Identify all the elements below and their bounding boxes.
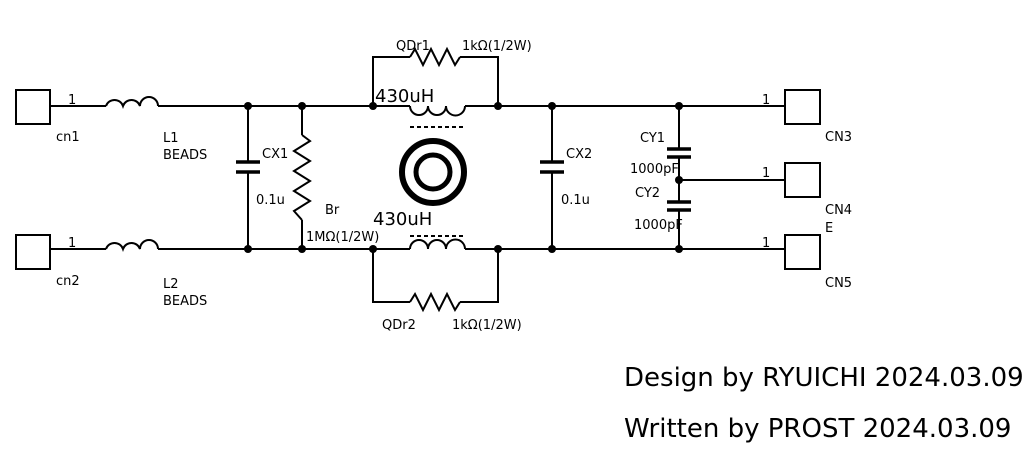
cy2-label: CY2 bbox=[635, 186, 660, 201]
cn4-sub-label: E bbox=[825, 221, 833, 236]
cn1-label: cn1 bbox=[56, 130, 80, 145]
capacitors bbox=[236, 147, 691, 212]
choke-bottom-value: 430uH bbox=[373, 209, 432, 230]
qdr1-label: QDr1 bbox=[396, 39, 430, 54]
pin-label: 1 bbox=[68, 236, 76, 251]
cn4-label: CN4 bbox=[825, 203, 852, 218]
cn5-label: CN5 bbox=[825, 276, 852, 291]
l1-label: L1 bbox=[163, 131, 179, 146]
l2-type: BEADS bbox=[163, 294, 207, 309]
resistor-br bbox=[292, 134, 312, 221]
connector-cn1 bbox=[15, 89, 51, 125]
resistor-qdr2 bbox=[409, 291, 461, 313]
connector-cn5 bbox=[784, 234, 821, 270]
written-credit: Written by PROST 2024.03.09 bbox=[624, 414, 1011, 444]
qdr2-value: 1kΩ(1/2W) bbox=[452, 318, 522, 333]
resistor-qdr1 bbox=[409, 46, 461, 68]
connector-cn4 bbox=[784, 162, 821, 198]
cn2-label: cn2 bbox=[56, 274, 80, 289]
toroid-core bbox=[399, 138, 467, 206]
pin-label: 1 bbox=[762, 236, 770, 251]
bead-l1-coil bbox=[105, 96, 159, 110]
cx2-label: CX2 bbox=[566, 147, 592, 162]
cy1-value: 1000pF bbox=[630, 162, 679, 177]
choke-coil-top bbox=[409, 105, 466, 117]
cx2-value: 0.1u bbox=[561, 193, 590, 208]
cx1-value: 0.1u bbox=[256, 193, 285, 208]
cn3-label: CN3 bbox=[825, 130, 852, 145]
qdr2-label: QDr2 bbox=[382, 318, 416, 333]
connector-cn3 bbox=[784, 89, 821, 125]
br-value: 1MΩ(1/2W) bbox=[306, 230, 379, 245]
cy2-value: 1000pF bbox=[634, 218, 683, 233]
junction-dots bbox=[244, 102, 683, 253]
l1-type: BEADS bbox=[163, 148, 207, 163]
pin-label: 1 bbox=[762, 166, 770, 181]
design-credit: Design by RYUICHI 2024.03.09 bbox=[624, 363, 1024, 393]
pin-label: 1 bbox=[762, 93, 770, 108]
cy1-label: CY1 bbox=[640, 131, 665, 146]
choke-top-value: 430uH bbox=[375, 86, 434, 107]
choke-coil-bottom bbox=[409, 238, 466, 250]
connector-cn2 bbox=[15, 234, 51, 270]
core-dashes bbox=[410, 126, 463, 237]
bead-l2-coil bbox=[105, 239, 159, 253]
br-label: Br bbox=[325, 203, 340, 218]
cx1-label: CX1 bbox=[262, 147, 288, 162]
qdr1-value: 1kΩ(1/2W) bbox=[462, 39, 532, 54]
l2-label: L2 bbox=[163, 277, 179, 292]
pin-label: 1 bbox=[68, 93, 76, 108]
wires bbox=[50, 56, 785, 303]
